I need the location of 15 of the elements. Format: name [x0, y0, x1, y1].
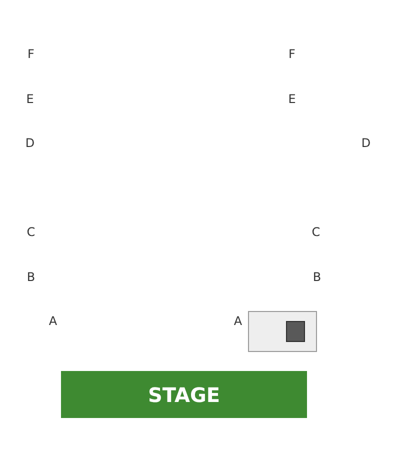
stage-banner: STAGE [61, 371, 307, 418]
row-letter: C [26, 226, 36, 238]
row-letter: F [288, 48, 296, 60]
row-letter: E [26, 93, 34, 105]
square-icon [286, 321, 305, 342]
seating-block [248, 311, 317, 352]
row-letter: B [26, 271, 36, 283]
row-letter: E [288, 93, 296, 105]
row-letter: F [28, 48, 34, 60]
row-letter: D [25, 137, 35, 149]
row-letter: A [48, 315, 58, 327]
row-letter: C [312, 226, 320, 238]
row-letter: B [312, 271, 322, 283]
row-letter: D [361, 137, 371, 149]
row-letter: A [234, 315, 242, 327]
